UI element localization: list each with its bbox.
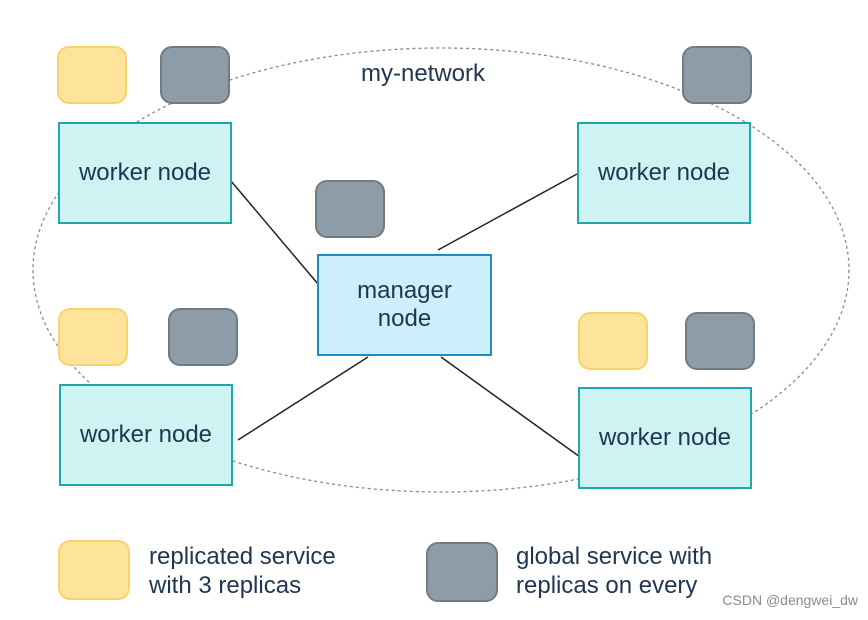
- watermark: CSDN @dengwei_dw: [720, 592, 860, 608]
- global-task-bottom-right: [685, 312, 755, 370]
- link-manager-worker-bottom-right: [440, 356, 581, 458]
- legend-global-swatch: [426, 542, 498, 602]
- worker-node-top-left: worker node: [58, 122, 232, 224]
- replicated-task-top-left: [57, 46, 127, 104]
- global-task-top-left: [160, 46, 230, 104]
- global-task-top-right: [682, 46, 752, 104]
- legend-global-label: global service with replicas on every: [516, 543, 713, 599]
- link-manager-worker-bottom-left: [237, 356, 369, 441]
- worker-node-bottom-right: worker node: [578, 387, 752, 489]
- link-manager-worker-top-right: [437, 173, 578, 251]
- network-boundary: [32, 47, 850, 493]
- network-label: my-network: [361, 60, 486, 87]
- replicated-task-bottom-left: [58, 308, 128, 366]
- replicated-task-bottom-right: [578, 312, 648, 370]
- legend-replicated-swatch: [58, 540, 130, 600]
- legend-replicated-label: replicated service with 3 replicas: [149, 543, 336, 599]
- worker-node-top-right: worker node: [577, 122, 751, 224]
- worker-node-bottom-left: worker node: [59, 384, 233, 486]
- manager-node: manager node: [317, 254, 492, 356]
- link-manager-worker-top-left: [230, 180, 319, 285]
- global-task-bottom-left: [168, 308, 238, 366]
- global-task-manager: [315, 180, 385, 238]
